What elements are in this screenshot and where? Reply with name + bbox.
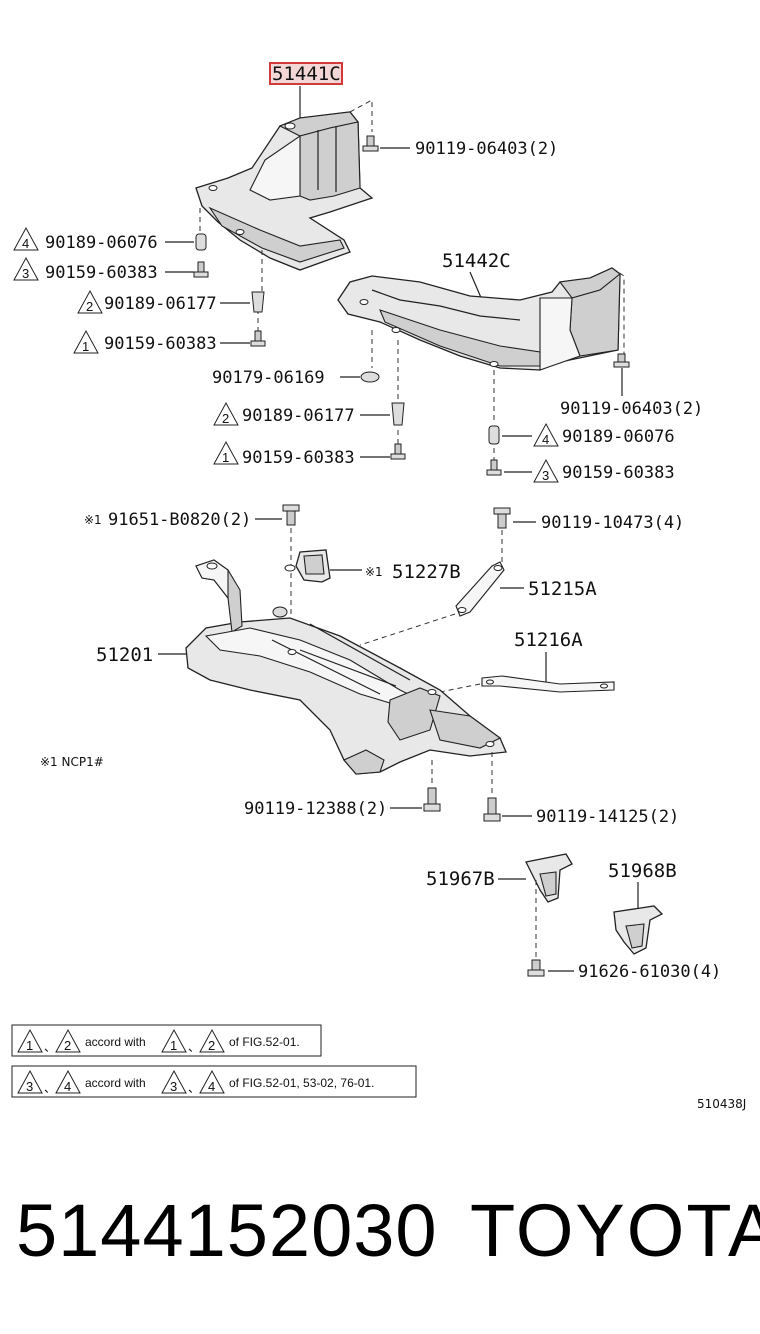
svg-text:1: 1	[222, 450, 229, 465]
screw-icon	[250, 330, 266, 347]
bracket-51968B[interactable]	[613, 905, 664, 955]
mark-note-1: ※1	[84, 513, 102, 527]
legend-row-2: 3 、 4 accord with 3 、 4 of FIG.52-01, 53…	[11, 1065, 417, 1098]
label-90119-10473[interactable]: 90119-10473(4)	[541, 513, 684, 533]
screw-icon	[486, 459, 502, 476]
label-90119-14125[interactable]: 90119-14125(2)	[536, 807, 679, 827]
label-51227B[interactable]: 51227B	[392, 561, 461, 583]
label-90189-06076[interactable]: 90189-06076	[45, 233, 158, 253]
label-51442C[interactable]: 51442C	[442, 250, 511, 272]
figure-code: 510438J	[697, 1097, 746, 1111]
label-90119-06403-b[interactable]: 90119-06403(2)	[560, 399, 703, 419]
triangle-mark: 2	[77, 289, 103, 314]
part-number-caption: 5144152030	[16, 1189, 438, 1272]
svg-text:1: 1	[26, 1038, 33, 1053]
svg-text:、: 、	[44, 1040, 56, 1054]
screw-icon	[390, 443, 406, 460]
svg-text:accord with: accord with	[85, 1076, 146, 1090]
bolt-icon	[613, 353, 630, 368]
label-90119-12388[interactable]: 90119-12388(2)	[244, 799, 387, 819]
label-91626-61030[interactable]: 91626-61030(4)	[578, 962, 721, 982]
stay-51216A[interactable]	[481, 675, 615, 693]
under-cover-51442C[interactable]	[337, 267, 621, 371]
triangle-mark: 1	[73, 329, 99, 354]
triangle-mark: 4	[533, 422, 559, 447]
svg-text:3: 3	[170, 1079, 177, 1094]
svg-text:of FIG.52-01.: of FIG.52-01.	[229, 1035, 300, 1049]
stay-51215A[interactable]	[455, 561, 505, 617]
brand-caption: TOYOTA	[470, 1189, 760, 1272]
label-90159-60383-d[interactable]: 90159-60383	[562, 463, 675, 483]
triangle-mark: 1	[213, 440, 239, 465]
svg-text:1: 1	[170, 1038, 177, 1053]
bolt-icon	[483, 797, 501, 822]
label-51215A[interactable]: 51215A	[528, 578, 597, 600]
triangle-mark: 2	[213, 401, 239, 426]
triangle-mark: 3	[533, 458, 559, 483]
label-51441C[interactable]: 51441C	[272, 63, 341, 85]
bracket-51227B[interactable]	[284, 549, 331, 583]
label-90189-06177-b[interactable]: 90189-06177	[242, 406, 355, 426]
clip-icon	[488, 425, 500, 445]
label-90189-06076-b[interactable]: 90189-06076	[562, 427, 675, 447]
svg-text:1: 1	[82, 339, 89, 354]
label-90159-60383-c[interactable]: 90159-60383	[242, 448, 355, 468]
highlight-box	[269, 62, 343, 85]
under-cover-51441C[interactable]	[195, 111, 374, 271]
svg-text:3: 3	[542, 468, 549, 483]
label-51201[interactable]: 51201	[96, 644, 153, 666]
label-90159-60383[interactable]: 90159-60383	[45, 263, 158, 283]
svg-text:2: 2	[86, 299, 93, 314]
screw-icon	[193, 261, 209, 278]
svg-text:4: 4	[542, 432, 549, 447]
note-ncp1: ※1 NCP1#	[40, 755, 104, 769]
nut-icon	[360, 371, 380, 383]
crossmember-51201[interactable]	[185, 559, 507, 775]
svg-text:2: 2	[208, 1038, 215, 1053]
triangle-mark: 3	[13, 256, 39, 281]
svg-text:3: 3	[26, 1079, 33, 1094]
svg-text:、: 、	[188, 1040, 200, 1054]
clip-icon	[251, 291, 265, 313]
bracket-51967B[interactable]	[525, 853, 573, 903]
svg-text:3: 3	[22, 266, 29, 281]
label-51968B[interactable]: 51968B	[608, 860, 677, 882]
legend-row-1: 1 、 2 accord with 1 、 2 of FIG.52-01.	[11, 1024, 322, 1057]
label-51216A[interactable]: 51216A	[514, 629, 583, 651]
triangle-mark: 4	[13, 226, 39, 251]
bolt-icon	[362, 135, 379, 152]
svg-text:、: 、	[44, 1081, 56, 1095]
label-90159-60383-b[interactable]: 90159-60383	[104, 334, 217, 354]
bolt-icon	[493, 507, 511, 529]
label-90179-06169[interactable]: 90179-06169	[212, 368, 325, 388]
bolt-icon	[282, 504, 300, 526]
svg-text:4: 4	[22, 236, 29, 251]
svg-text:4: 4	[208, 1079, 215, 1094]
bolt-icon	[527, 959, 545, 977]
label-90189-06177[interactable]: 90189-06177	[104, 294, 217, 314]
clip-icon	[391, 402, 405, 426]
svg-text:、: 、	[188, 1081, 200, 1095]
clip-icon	[195, 233, 207, 251]
label-90119-06403[interactable]: 90119-06403(2)	[415, 139, 558, 159]
svg-text:4: 4	[64, 1079, 71, 1094]
label-91651-B0820[interactable]: 91651-B0820(2)	[108, 510, 251, 530]
label-51967B[interactable]: 51967B	[426, 868, 495, 890]
bolt-icon	[423, 787, 441, 812]
svg-text:2: 2	[222, 411, 229, 426]
svg-text:2: 2	[64, 1038, 71, 1053]
svg-text:of FIG.52-01, 53-02, 76-01.: of FIG.52-01, 53-02, 76-01.	[229, 1076, 374, 1090]
svg-text:accord with: accord with	[85, 1035, 146, 1049]
mark-note-2: ※1	[365, 565, 383, 579]
